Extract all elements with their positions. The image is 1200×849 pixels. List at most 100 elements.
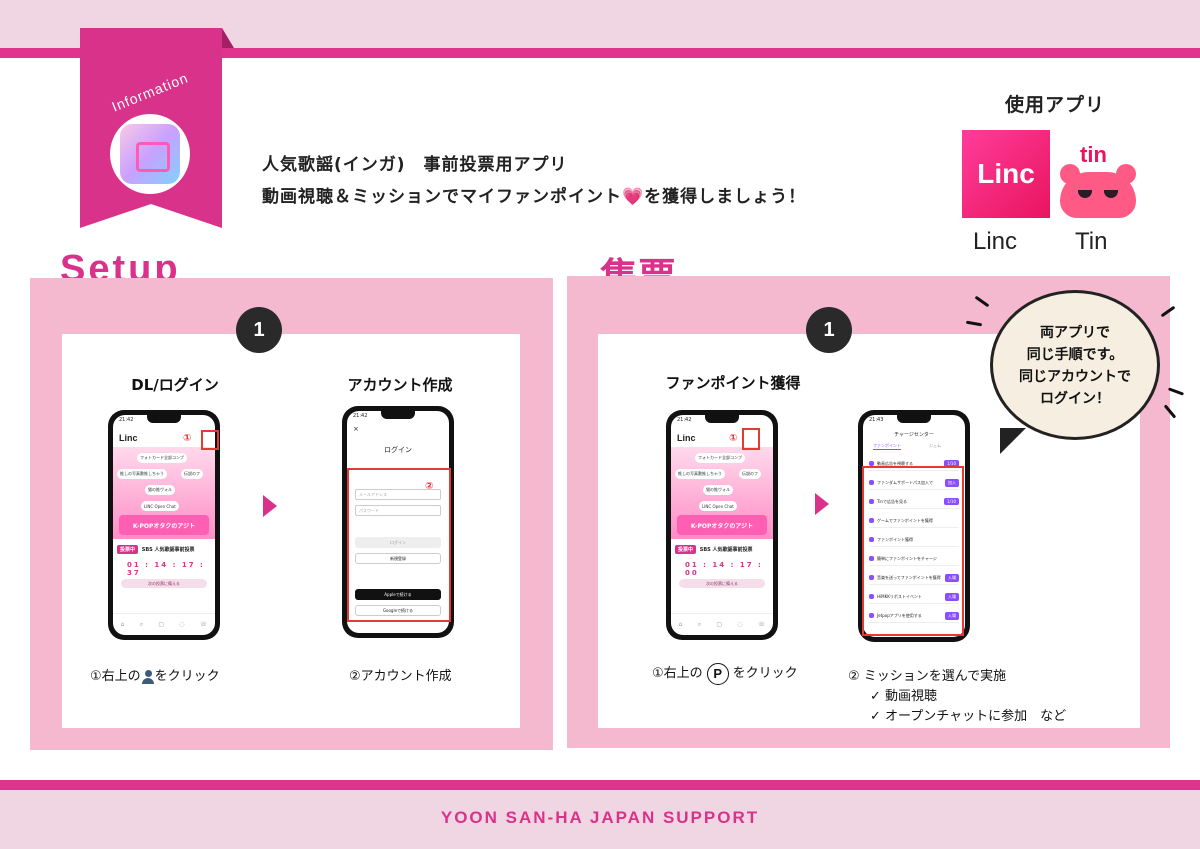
mission-row[interactable]: ファンポイント獲得 [869, 533, 959, 547]
password-field[interactable]: パスワード [355, 505, 441, 516]
status-time: 21:42 [677, 417, 692, 423]
fanpoint-p-icon: P [706, 662, 729, 685]
highlight-top-right [201, 430, 219, 450]
phone-screen: 21:42 Linc ① フォトカード全部コンプ 推しの写真敷推しちゃう 伝説の… [113, 415, 215, 635]
call-icon[interactable]: ☏ [757, 621, 766, 628]
home-banner-area: フォトカード全部コンプ 推しの写真敷推しちゃう 伝説のフ 猫の推ヴォル LINC… [113, 447, 215, 539]
fanpoint-label: ファンポイント獲得 [665, 374, 801, 392]
bubble-line-1: 両アプリで [1040, 325, 1110, 341]
mission-icon [869, 575, 874, 580]
bottom-band [0, 790, 1200, 849]
mission-action-button[interactable]: 1/10 [944, 460, 959, 467]
mission-row[interactable]: HiMKKリボストイベント 入場 [869, 590, 959, 604]
signup-button[interactable]: 新規登録 [355, 553, 441, 564]
open-chat-pill[interactable]: LINC Open Chat [141, 501, 179, 511]
caption-1: ①右上のをクリック [90, 665, 220, 684]
tin-logo-word: tin [1080, 142, 1107, 167]
highlight-missions [862, 466, 964, 636]
login-form-title: ログイン [384, 446, 412, 454]
pill-a[interactable]: フォトカード全部コンプ [695, 453, 745, 463]
bubble-line-4: ログイン！ [1040, 391, 1110, 407]
pill-c[interactable]: 伝説のフ [181, 469, 203, 479]
tab-fanpoint[interactable]: ファンポイント [873, 443, 901, 450]
phone-mockup-signup: 21:42 × ログイン ② メールアドレス パスワード ログイン 新規登録 A… [342, 406, 454, 638]
caption-3-suffix: をクリック [732, 666, 798, 681]
mission-row[interactable]: ファンダムサポートパス加入で加入 [869, 476, 959, 490]
pill-d[interactable]: 猫の推ヴォル [145, 485, 175, 495]
close-icon[interactable]: × [353, 425, 359, 433]
pill-a[interactable]: フォトカード全部コンプ [137, 453, 187, 463]
caption-2: ②アカウント作成 [349, 669, 452, 684]
tab-bar: ⌂ ⌕ ▢ ◌ ☏ [671, 613, 773, 635]
vote-tag: 投票中 [675, 545, 697, 554]
next-vote-button[interactable]: 次の投票に備える [679, 579, 765, 588]
mission-label: ゲームでファンポイントを獲得 [877, 517, 933, 523]
google-login-button[interactable]: Googleで続ける [355, 605, 441, 616]
vote-title: SBS 人気歌謡事前投票 [141, 547, 195, 553]
kpop-banner[interactable]: K-POPオタクのアジト [677, 515, 767, 535]
headline-line-2: 動画視聴＆ミッションでマイファンポイント💗を獲得しましょう！ [262, 187, 807, 207]
home-icon[interactable]: ⌂ [120, 621, 125, 628]
pill-d[interactable]: 猫の推ヴォル [703, 485, 733, 495]
status-time: 21:42 [119, 417, 134, 423]
mission-row[interactable]: 音楽を送ってファンポイントを獲得入場 [869, 571, 959, 585]
arrow-right-icon [263, 495, 277, 517]
caption-3-prefix: ①右上の [652, 666, 703, 681]
shop-icon[interactable]: ▢ [716, 621, 723, 628]
setup-step-badge: 1 [236, 307, 282, 353]
next-vote-button[interactable]: 次の投票に備える [121, 579, 207, 588]
shop-icon[interactable]: ▢ [158, 621, 165, 628]
linc-app-logo: Linc [962, 130, 1050, 218]
login-button[interactable]: ログイン [355, 537, 441, 548]
tab-gem[interactable]: ジェム [929, 443, 941, 448]
open-chat-pill[interactable]: LINC Open Chat [699, 501, 737, 511]
status-time: 21:42 [353, 413, 368, 419]
highlight-form [347, 468, 451, 622]
apps-title: 使用アプリ [1005, 94, 1106, 116]
mission-row[interactable]: ゲームでファンポイントを獲得 [869, 514, 959, 528]
mission-action-button[interactable]: 入場 [945, 573, 959, 582]
vote-tag: 投票中 [117, 545, 139, 554]
search-icon[interactable]: ⌕ [139, 620, 144, 628]
headline-line-1: 人気歌謡(インガ) 事前投票用アプリ [262, 155, 568, 175]
charge-center-title: チャージセンター [894, 432, 934, 438]
bear-eye-left [1078, 190, 1092, 198]
mission-row[interactable]: 簡単にファンポイントをチャージ [869, 552, 959, 566]
mission-action-button[interactable]: 入場 [945, 592, 959, 601]
pill-b[interactable]: 推しの写真敷推しちゃう [675, 469, 725, 479]
linc-mini-logo: Linc [677, 433, 696, 443]
email-field[interactable]: メールアドレス [355, 489, 441, 500]
phone-mockup-login: 21:42 Linc ① フォトカード全部コンプ 推しの写真敷推しちゃう 伝説の… [108, 410, 220, 640]
chat-icon[interactable]: ◌ [179, 621, 185, 628]
mission-action-button[interactable]: 加入 [945, 478, 959, 487]
mission-label: 簡単にファンポイントをチャージ [877, 555, 937, 561]
call-icon[interactable]: ☏ [199, 621, 208, 628]
mission-action-button[interactable]: 1/10 [944, 498, 959, 505]
tab-bar: ⌂ ⌕ ▢ ◌ ☏ [113, 613, 215, 635]
mission-icon [869, 613, 874, 618]
mission-action-button[interactable]: 入場 [945, 611, 959, 620]
pill-c[interactable]: 伝説のフ [739, 469, 761, 479]
bottom-stripe [0, 780, 1200, 790]
mission-label: HiMKKリボストイベント [877, 593, 922, 599]
search-icon[interactable]: ⌕ [697, 620, 702, 628]
marker-1: ① [729, 433, 738, 444]
home-icon[interactable]: ⌂ [678, 621, 683, 628]
vote-row: 投票中 SBS 人気歌謡事前投票 [675, 545, 753, 554]
chat-icon[interactable]: ◌ [737, 621, 743, 628]
tin-label: Tin [1075, 228, 1108, 255]
pill-b[interactable]: 推しの写真敷推しちゃう [117, 469, 167, 479]
mission-label: 音楽を送ってファンポイントを獲得 [877, 574, 941, 580]
apple-login-button[interactable]: Appleで続ける [355, 589, 441, 600]
speech-bubble [990, 290, 1160, 440]
mission-icon [869, 537, 874, 542]
caption-4: ② ミッションを選んで実施 [848, 669, 1007, 684]
linc-mini-logo: Linc [119, 433, 138, 443]
info-photo-circle [110, 114, 190, 194]
mission-icon [869, 480, 874, 485]
mission-row[interactable]: Jetpopアプリを使用する入場 [869, 609, 959, 623]
kpop-banner[interactable]: K-POPオタクのアジト [119, 515, 209, 535]
